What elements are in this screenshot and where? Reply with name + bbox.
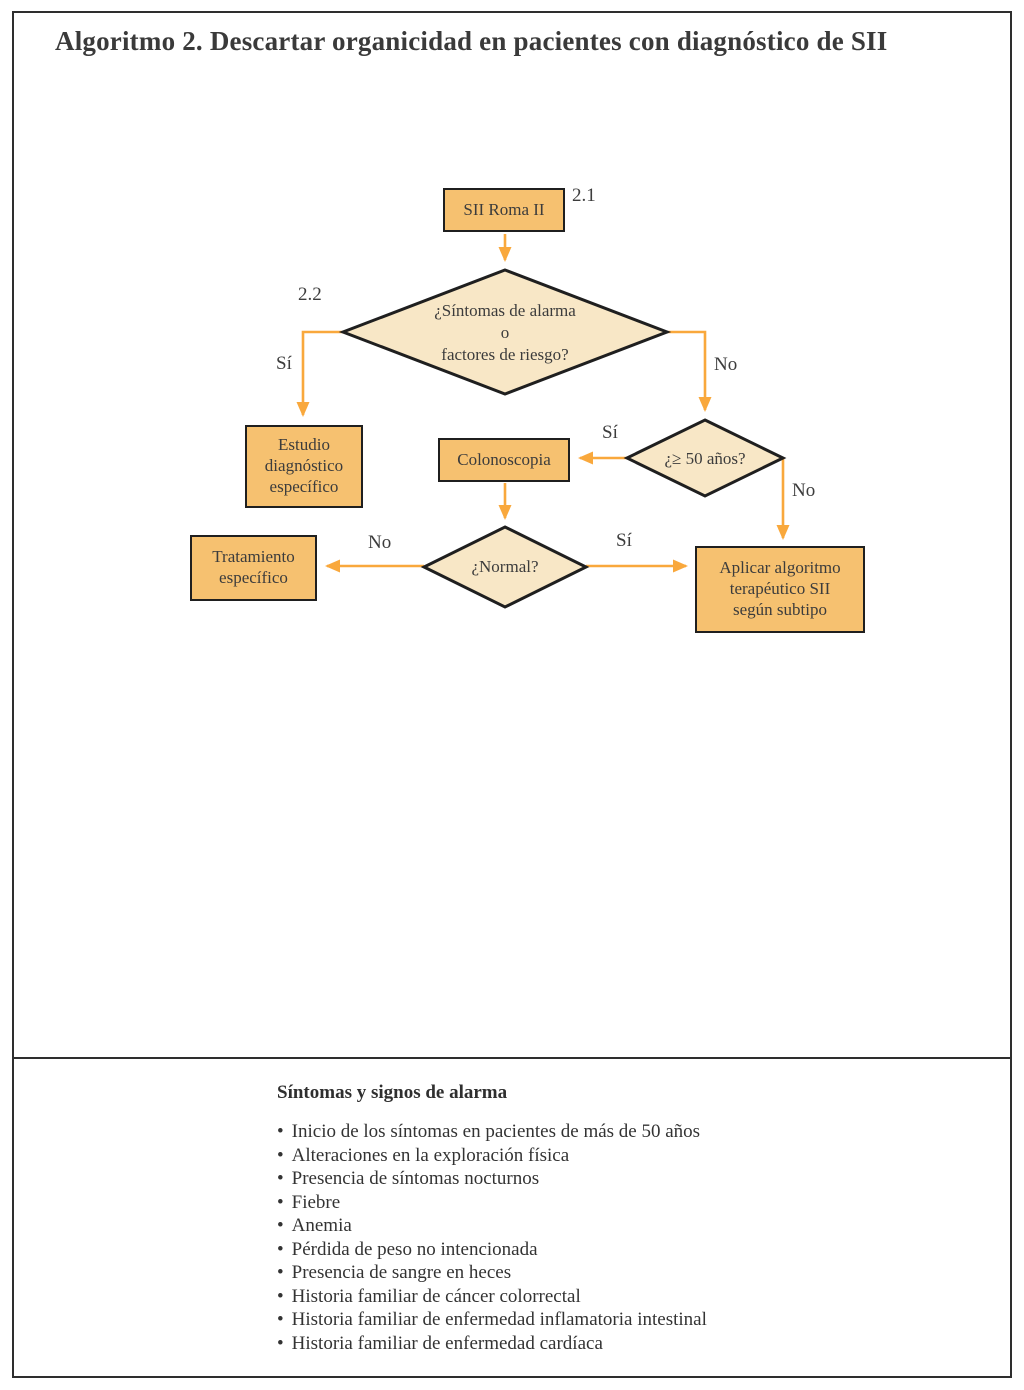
- decision-diamond-normal: [420, 525, 590, 609]
- list-item: Historia familiar de cáncer colorrectal: [277, 1285, 937, 1309]
- list-item: Alteraciones en la exploración física: [277, 1144, 937, 1168]
- list-item: Inicio de los síntomas en pacientes de m…: [277, 1120, 937, 1144]
- process-box-tratamiento: Tratamiento específico: [190, 535, 317, 601]
- edge-label-age-yes: Sí: [602, 422, 618, 443]
- edge-label-normal-yes: Sí: [616, 530, 632, 551]
- decision-diamond-alarm-symptoms: [338, 268, 672, 396]
- edge-alarm-yes-to-estudio: [296, 330, 343, 417]
- process-box-sii-roma: SII Roma II: [443, 188, 565, 232]
- decision-label-age-50: ¿≥ 50 años?: [664, 449, 746, 468]
- process-box-colonoscopia: Colonoscopia: [438, 438, 570, 482]
- process-box-aplicar-algoritmo: Aplicar algoritmo terapéutico SII según …: [695, 546, 865, 633]
- ref-label-2-2: 2.2: [298, 284, 322, 305]
- list-item: Presencia de síntomas nocturnos: [277, 1167, 937, 1191]
- decision-diamond-age-50: [623, 418, 787, 498]
- list-item: Anemia: [277, 1214, 937, 1238]
- decision-label-alarm-symptoms: ¿Síntomas de alarma o factores de riesgo…: [434, 301, 576, 365]
- flowchart-canvas: [296, 234, 790, 609]
- alarm-signs-list: Inicio de los síntomas en pacientes de m…: [277, 1120, 937, 1355]
- panel-divider: [12, 1057, 1012, 1059]
- page-title: Algoritmo 2. Descartar organicidad en pa…: [55, 26, 888, 56]
- edge-label-age-no: No: [792, 480, 816, 501]
- edge-label-normal-no: No: [368, 532, 392, 553]
- list-item: Fiebre: [277, 1191, 937, 1215]
- edge-alarm-no-to-age: [667, 330, 712, 412]
- process-box-estudio-diagnostico: Estudio diagnóstico específico: [245, 425, 363, 508]
- edge-label-alarm-no: No: [714, 354, 738, 375]
- edge-label-alarm-yes: Sí: [276, 353, 292, 374]
- decision-label-normal: ¿Normal?: [471, 557, 539, 576]
- list-item: Historia familiar de enfermedad cardíaca: [277, 1332, 937, 1356]
- list-item: Presencia de sangre en heces: [277, 1261, 937, 1285]
- ref-label-2-1: 2.1: [572, 185, 596, 206]
- list-item: Historia familiar de enfermedad inflamat…: [277, 1308, 937, 1332]
- alarm-signs-heading: Síntomas y signos de alarma: [277, 1082, 508, 1103]
- list-item: Pérdida de peso no intencionada: [277, 1238, 937, 1262]
